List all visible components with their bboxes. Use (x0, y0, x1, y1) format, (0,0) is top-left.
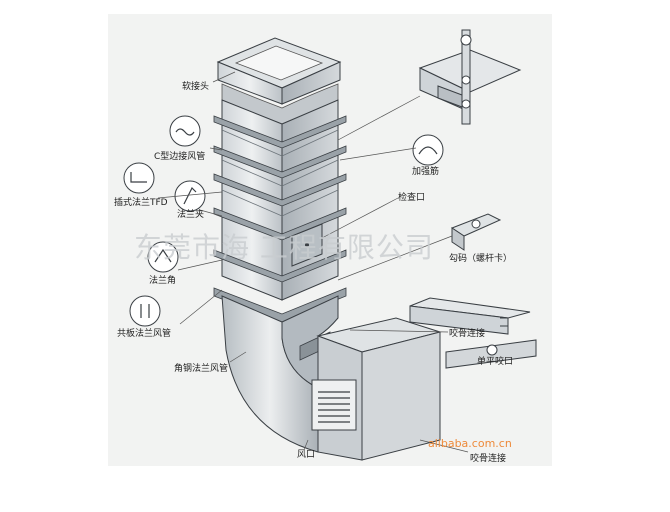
hook-bracket-detail (450, 213, 502, 251)
leader-lines (157, 71, 469, 453)
label-stiffener: 加强筋 (412, 167, 440, 177)
detail-circles (123, 115, 444, 327)
common-plate-detail-circle (129, 295, 161, 327)
vertical-duct (213, 99, 347, 323)
flange-corner-detail-circle (147, 241, 179, 273)
bolt-bracket-detail (418, 29, 522, 125)
watermark-text: 东莞市海 工程有限公司 (134, 231, 434, 264)
label-insert-flange-tfd: 插式法兰TFD (114, 198, 168, 208)
label-snap-joint: 咬骨连接 (449, 329, 486, 339)
label-single-flat-seam: 单平咬口 (477, 357, 514, 367)
label-flange-clip: 法兰夹 (177, 210, 205, 220)
label-soft-joint: 软接头 (182, 82, 210, 92)
label-flange-corner: 法兰角 (149, 276, 177, 286)
site-mark: alibaba.com.cn (428, 437, 512, 450)
flange-clip-detail-circle (174, 180, 206, 212)
stiffener-detail-circle (412, 134, 444, 166)
duct-elbow (221, 295, 339, 453)
label-snap-joint-bottom: 咬骨连接 (470, 454, 507, 464)
snap-joint-detail (409, 297, 537, 369)
label-c-edge-duct: C型边接风管 (154, 152, 206, 162)
label-angle-steel-flange-duct: 角钢法兰风管 (174, 364, 229, 374)
label-common-plate-flange-duct: 共板法兰风管 (117, 329, 172, 339)
label-inspection-port: 检查口 (398, 193, 426, 203)
label-air-outlet: 风口 (297, 450, 316, 460)
horizontal-duct (311, 317, 442, 461)
label-hook-bolt: 勾码（螺杆卡） (449, 254, 513, 264)
insert-flange-detail-circle (123, 162, 155, 194)
c-edge-detail-circle (169, 115, 201, 147)
